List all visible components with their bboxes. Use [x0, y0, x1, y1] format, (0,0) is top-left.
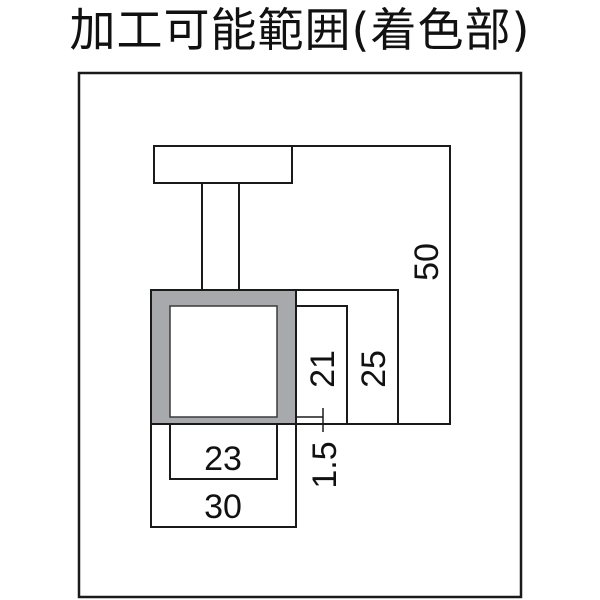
tube-inner-hollow: [169, 305, 278, 418]
label-21: 21: [304, 350, 342, 388]
outer-frame: [77, 71, 523, 599]
dimension-21-line: [296, 305, 348, 424]
label-25: 25: [355, 350, 393, 388]
label-30: 30: [204, 488, 242, 526]
dimension-25-line: [296, 289, 399, 424]
label-50: 50: [408, 243, 446, 281]
top-bar: [153, 145, 293, 184]
dimension-50-line: [292, 145, 451, 425]
label-23: 23: [204, 440, 242, 478]
dimension-23-box: [169, 423, 278, 480]
diagram-title: 加工可能範囲(着色部): [69, 3, 531, 57]
label-1-5: 1.5: [306, 441, 344, 488]
